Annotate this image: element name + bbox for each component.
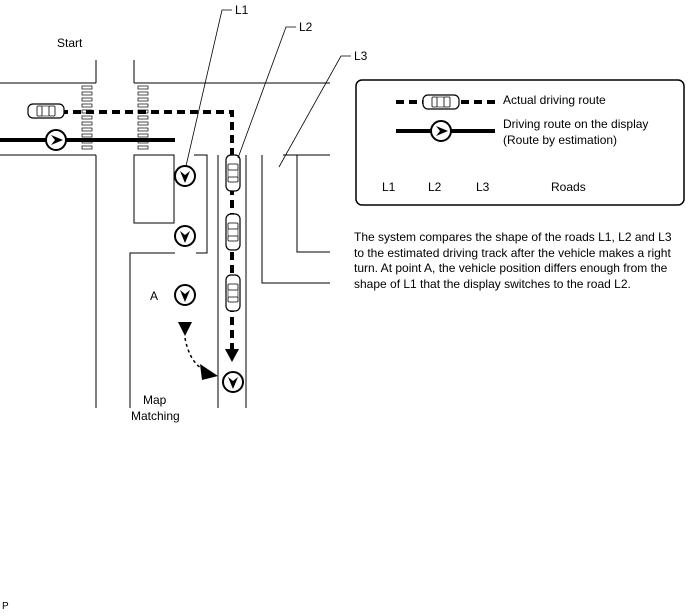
- legend-display-route-line1: Driving route on the display: [503, 117, 648, 131]
- label-l1: L1: [235, 3, 249, 17]
- legend-road-l3: L3: [476, 180, 490, 194]
- car-icon: [225, 213, 241, 251]
- direction-arrow-icon: [430, 120, 452, 142]
- direction-arrow-icon: [174, 284, 196, 306]
- actual-driving-route: [60, 110, 234, 350]
- label-l3: L3: [354, 49, 368, 63]
- legend-road-l2: L2: [428, 180, 442, 194]
- direction-arrow-icon: [174, 225, 196, 247]
- direction-arrow-icon: [174, 165, 196, 187]
- map-matching-jump: [184, 337, 209, 373]
- map-matching-label-line2: Matching: [131, 409, 180, 423]
- legend-actual-route: Actual driving route: [503, 93, 606, 107]
- legend: Actual driving route Driving route on th…: [355, 79, 685, 206]
- footer-label: P: [2, 601, 9, 611]
- legend-road-l1: L1: [382, 180, 396, 194]
- start-label: Start: [57, 36, 83, 50]
- map-matching-arrowhead: [200, 364, 218, 380]
- map-matching-label-line1: Map: [143, 393, 167, 407]
- actual-route-arrowhead: [225, 349, 239, 362]
- description-text: The system compares the shape of the roa…: [354, 230, 672, 291]
- point-a-label: A: [150, 289, 158, 303]
- estimated-route-arrowhead: [178, 322, 192, 336]
- label-l2: L2: [299, 20, 313, 34]
- leader-lines: [185, 9, 351, 168]
- legend-display-route-line2: (Route by estimation): [503, 133, 617, 147]
- road-network: [0, 60, 330, 408]
- direction-arrow-icon: [222, 371, 244, 393]
- car-icon: [27, 103, 65, 119]
- car-icon: [225, 274, 241, 312]
- direction-arrow-icon: [45, 129, 67, 151]
- car-icon: [225, 154, 241, 192]
- legend-roads: Roads: [551, 180, 586, 194]
- car-icon: [422, 94, 460, 110]
